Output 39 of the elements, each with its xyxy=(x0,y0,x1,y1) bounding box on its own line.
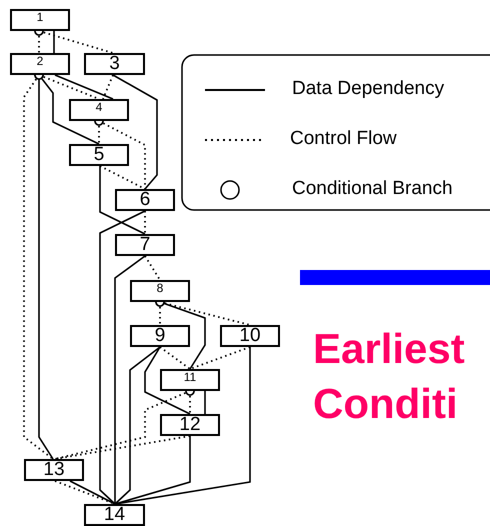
process-box: 10 xyxy=(220,325,280,347)
process-box: 8 xyxy=(130,280,190,302)
connector-line xyxy=(54,435,190,460)
process-box: 12 xyxy=(160,414,220,436)
connector-line xyxy=(54,480,116,505)
connector-line xyxy=(102,74,114,100)
connector-line xyxy=(144,346,190,415)
connector-line xyxy=(190,346,250,370)
process-box: 11 xyxy=(160,369,220,391)
connector-line xyxy=(53,31,55,53)
connector-line xyxy=(112,74,158,190)
connector-line xyxy=(70,480,116,505)
connector-line xyxy=(114,346,160,505)
connector-line xyxy=(100,165,146,190)
connector-line xyxy=(144,211,146,234)
heading-text: Conditi xyxy=(313,380,458,428)
connector-line xyxy=(54,74,114,100)
process-box: 13 xyxy=(24,459,84,481)
connector-line xyxy=(204,391,206,414)
process-box: 3 xyxy=(84,53,145,75)
connector-line xyxy=(159,346,191,370)
divider-bar xyxy=(300,270,490,285)
legend-text: Control Flow xyxy=(290,128,397,150)
process-box: 7 xyxy=(115,234,175,256)
heading-text: Earliest xyxy=(313,325,465,373)
process-box: 1 xyxy=(10,9,70,31)
connector-line xyxy=(99,166,146,235)
process-box: 9 xyxy=(130,325,190,347)
connector-line xyxy=(99,210,146,505)
legend-text: Conditional Branch xyxy=(292,178,453,200)
process-box: 4 xyxy=(69,99,129,121)
connector-line xyxy=(114,255,146,504)
process-box: 14 xyxy=(84,504,145,526)
process-box: 2 xyxy=(10,53,70,75)
process-box: 6 xyxy=(115,189,175,211)
connector-line xyxy=(114,436,191,505)
connector-line xyxy=(144,256,161,280)
legend-text: Data Dependency xyxy=(292,78,444,100)
process-box: 5 xyxy=(69,144,129,166)
